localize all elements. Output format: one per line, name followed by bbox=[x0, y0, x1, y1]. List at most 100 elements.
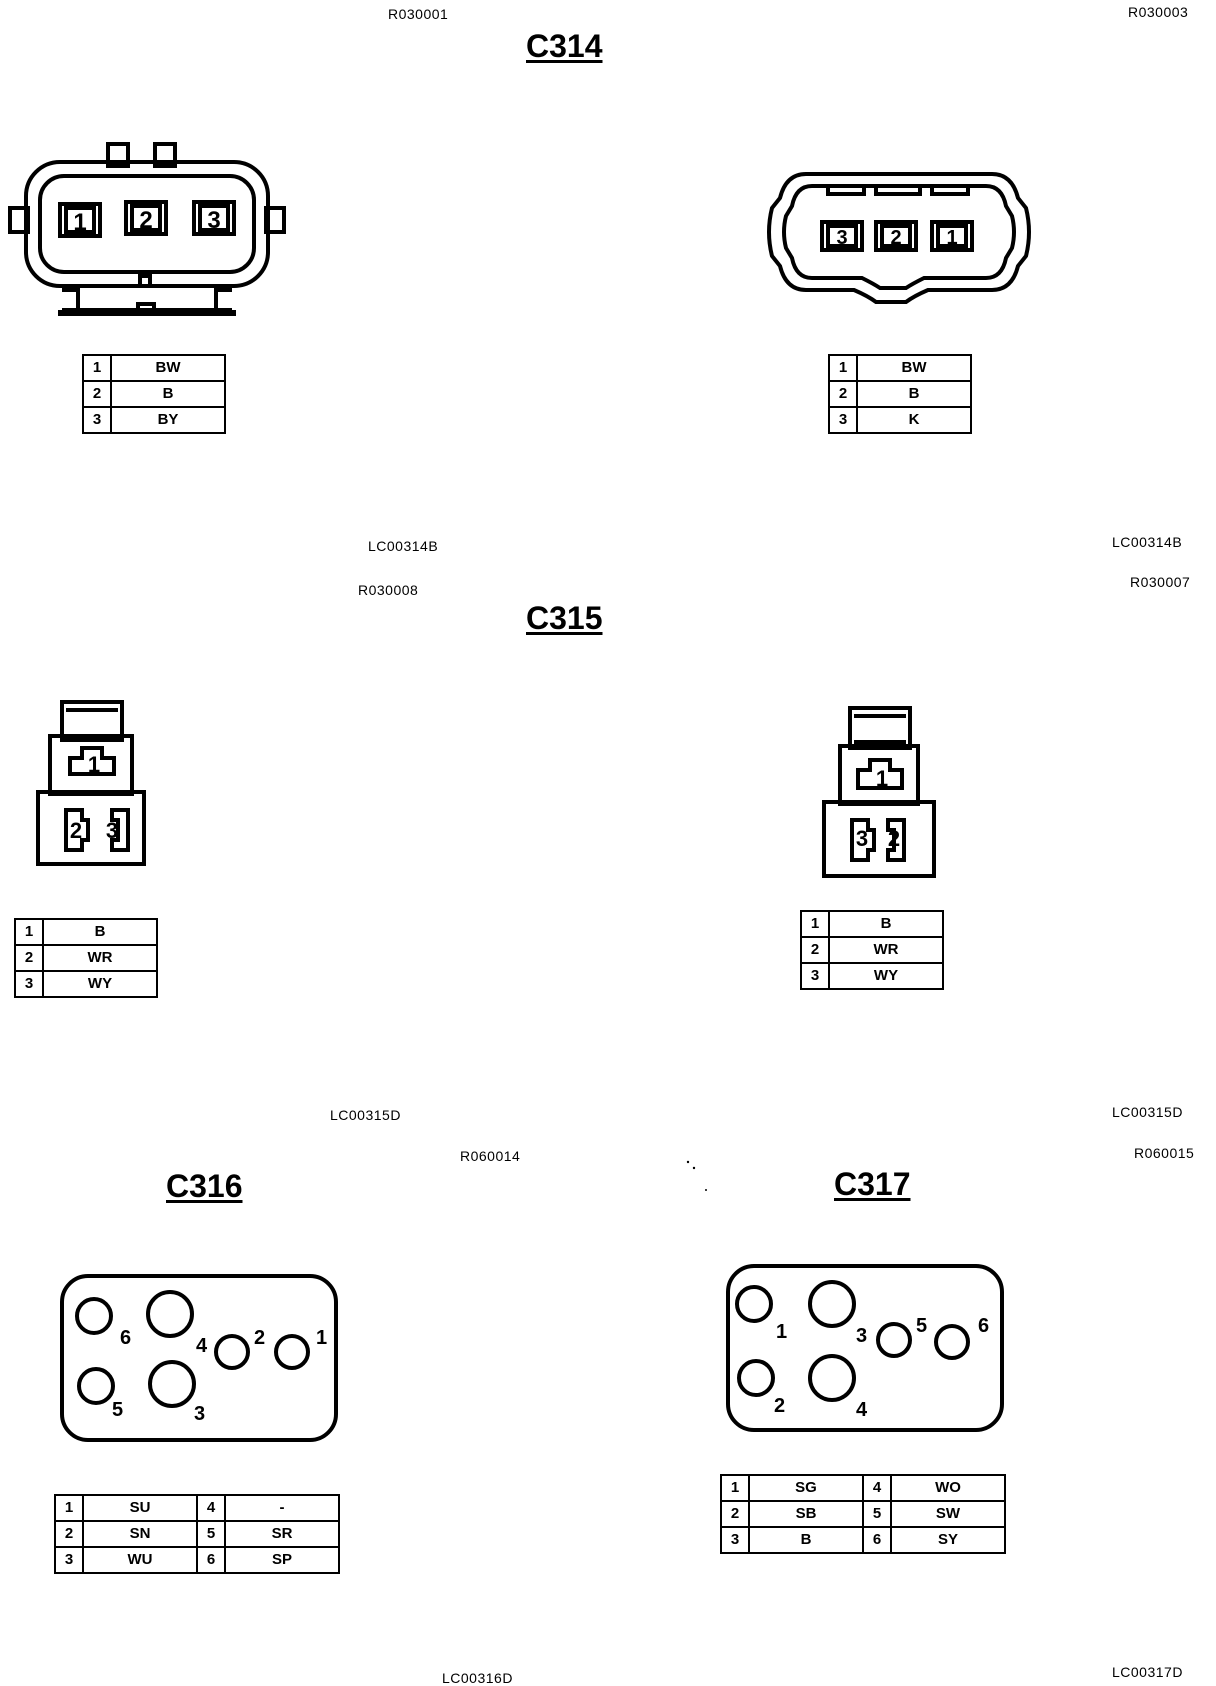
pin-label: 1 bbox=[946, 227, 957, 249]
table-row: 1 B bbox=[800, 910, 944, 938]
pin-label: 6 bbox=[120, 1327, 131, 1349]
pin-number: 1 bbox=[14, 918, 44, 946]
connector-title-c314: C314 bbox=[526, 28, 603, 64]
table-row: 3 WU 6 SP bbox=[54, 1546, 340, 1574]
pin-label: 3 bbox=[194, 1403, 205, 1425]
table-row: 2 SN 5 SR bbox=[54, 1520, 340, 1548]
pin-label: 3 bbox=[836, 227, 847, 249]
pinout-table-c317: 1 SG 4 WO 2 SB 5 SW 3 B 6 SY bbox=[720, 1474, 1006, 1554]
pin-number: 1 bbox=[720, 1474, 750, 1502]
pin-number: 2 bbox=[828, 380, 858, 408]
table-row: 3 WY bbox=[800, 962, 944, 990]
pin-number: 3 bbox=[14, 970, 44, 998]
pin-number: 1 bbox=[800, 910, 830, 938]
ref-code: LC00314B bbox=[368, 538, 439, 554]
table-row: 3 WY bbox=[14, 970, 158, 998]
table-row: 2 B bbox=[82, 380, 226, 408]
table-row: 3 K bbox=[828, 406, 972, 434]
pin-number: 5 bbox=[862, 1500, 892, 1528]
table-row: 2 WR bbox=[14, 944, 158, 972]
wire-color: B bbox=[110, 380, 226, 408]
pin-number: 3 bbox=[82, 406, 112, 434]
connector-c317-diagram: 1 3 5 6 2 4 bbox=[726, 1264, 1004, 1432]
pin-number: 2 bbox=[720, 1500, 750, 1528]
table-row: 2 SB 5 SW bbox=[720, 1500, 1006, 1528]
table-row: 1 BW bbox=[82, 354, 226, 382]
table-row: 3 BY bbox=[82, 406, 226, 434]
pin-label: 1 bbox=[88, 752, 100, 777]
pin-number: 1 bbox=[828, 354, 858, 382]
connector-c316-diagram: 6 4 2 1 5 3 bbox=[60, 1274, 338, 1442]
table-row: 2 WR bbox=[800, 936, 944, 964]
pin-number: 5 bbox=[196, 1520, 226, 1548]
wire-color: SW bbox=[890, 1500, 1006, 1528]
pinout-table-c315-left: 1 B 2 WR 3 WY bbox=[14, 918, 158, 998]
pinout-table-c316: 1 SU 4 - 2 SN 5 SR 3 WU 6 SP bbox=[54, 1494, 340, 1574]
pin-number: 1 bbox=[54, 1494, 84, 1522]
wire-color: - bbox=[224, 1494, 340, 1522]
connector-title-c315: C315 bbox=[526, 600, 603, 636]
ref-code: R060015 bbox=[1134, 1145, 1195, 1161]
pin-number: 1 bbox=[82, 354, 112, 382]
wire-color: WR bbox=[42, 944, 158, 972]
pin-label: 4 bbox=[856, 1399, 868, 1421]
pin-label: 2 bbox=[888, 826, 900, 851]
pin-label: 2 bbox=[890, 227, 901, 249]
pin-label: 5 bbox=[112, 1399, 123, 1421]
wire-color: B bbox=[828, 910, 944, 938]
table-row: 1 SU 4 - bbox=[54, 1494, 340, 1522]
pin-number: 6 bbox=[862, 1526, 892, 1554]
pin-label: 5 bbox=[916, 1315, 927, 1337]
connector-c315-right-diagram: 1 3 2 bbox=[822, 706, 936, 878]
ref-code: R030001 bbox=[388, 6, 449, 22]
ref-code: LC00315D bbox=[330, 1107, 401, 1123]
pin-label: 1 bbox=[776, 1321, 787, 1343]
pin-label: 1 bbox=[73, 209, 86, 236]
pin-label: 1 bbox=[876, 766, 888, 791]
ref-code: LC00315D bbox=[1112, 1104, 1183, 1120]
pin-label: 6 bbox=[978, 1315, 989, 1337]
connector-c314-right-diagram: 3 2 1 bbox=[767, 172, 1031, 304]
pin-number: 3 bbox=[720, 1526, 750, 1554]
wire-color: B bbox=[856, 380, 972, 408]
wire-color: WY bbox=[42, 970, 158, 998]
pin-label: 2 bbox=[139, 207, 152, 234]
wire-color: BW bbox=[856, 354, 972, 382]
pin-label: 2 bbox=[70, 818, 82, 843]
wire-color: SP bbox=[224, 1546, 340, 1574]
wire-color: BW bbox=[110, 354, 226, 382]
connector-c314-left-diagram: 1 2 3 bbox=[8, 142, 286, 316]
table-row: 1 SG 4 WO bbox=[720, 1474, 1006, 1502]
wire-color: SU bbox=[82, 1494, 198, 1522]
ref-code: LC00316D bbox=[442, 1670, 513, 1686]
pin-label: 2 bbox=[774, 1395, 785, 1417]
ref-code: R030003 bbox=[1128, 4, 1189, 20]
wire-color: WY bbox=[828, 962, 944, 990]
table-row: 3 B 6 SY bbox=[720, 1526, 1006, 1554]
table-row: 2 B bbox=[828, 380, 972, 408]
ref-code: LC00317D bbox=[1112, 1664, 1183, 1680]
wire-color: B bbox=[748, 1526, 864, 1554]
wire-color: SG bbox=[748, 1474, 864, 1502]
pin-number: 2 bbox=[82, 380, 112, 408]
pin-label: 4 bbox=[196, 1335, 208, 1357]
ref-code: R030008 bbox=[358, 582, 419, 598]
pin-number: 2 bbox=[800, 936, 830, 964]
speck-marks bbox=[686, 1160, 707, 1191]
pin-label: 3 bbox=[207, 207, 220, 234]
pin-label: 3 bbox=[856, 826, 868, 851]
wire-color: SB bbox=[748, 1500, 864, 1528]
pin-number: 2 bbox=[14, 944, 44, 972]
pin-number: 4 bbox=[196, 1494, 226, 1522]
wire-color: SY bbox=[890, 1526, 1006, 1554]
connector-title-c316: C316 bbox=[166, 1168, 243, 1204]
pin-number: 3 bbox=[54, 1546, 84, 1574]
pin-number: 3 bbox=[828, 406, 858, 434]
pin-label: 1 bbox=[316, 1327, 327, 1349]
ref-code: LC00314B bbox=[1112, 534, 1183, 550]
connector-title-c317: C317 bbox=[834, 1166, 911, 1202]
pinout-table-c314-left: 1 BW 2 B 3 BY bbox=[82, 354, 226, 434]
pin-label: 3 bbox=[106, 818, 118, 843]
pin-number: 6 bbox=[196, 1546, 226, 1574]
wire-color: WR bbox=[828, 936, 944, 964]
